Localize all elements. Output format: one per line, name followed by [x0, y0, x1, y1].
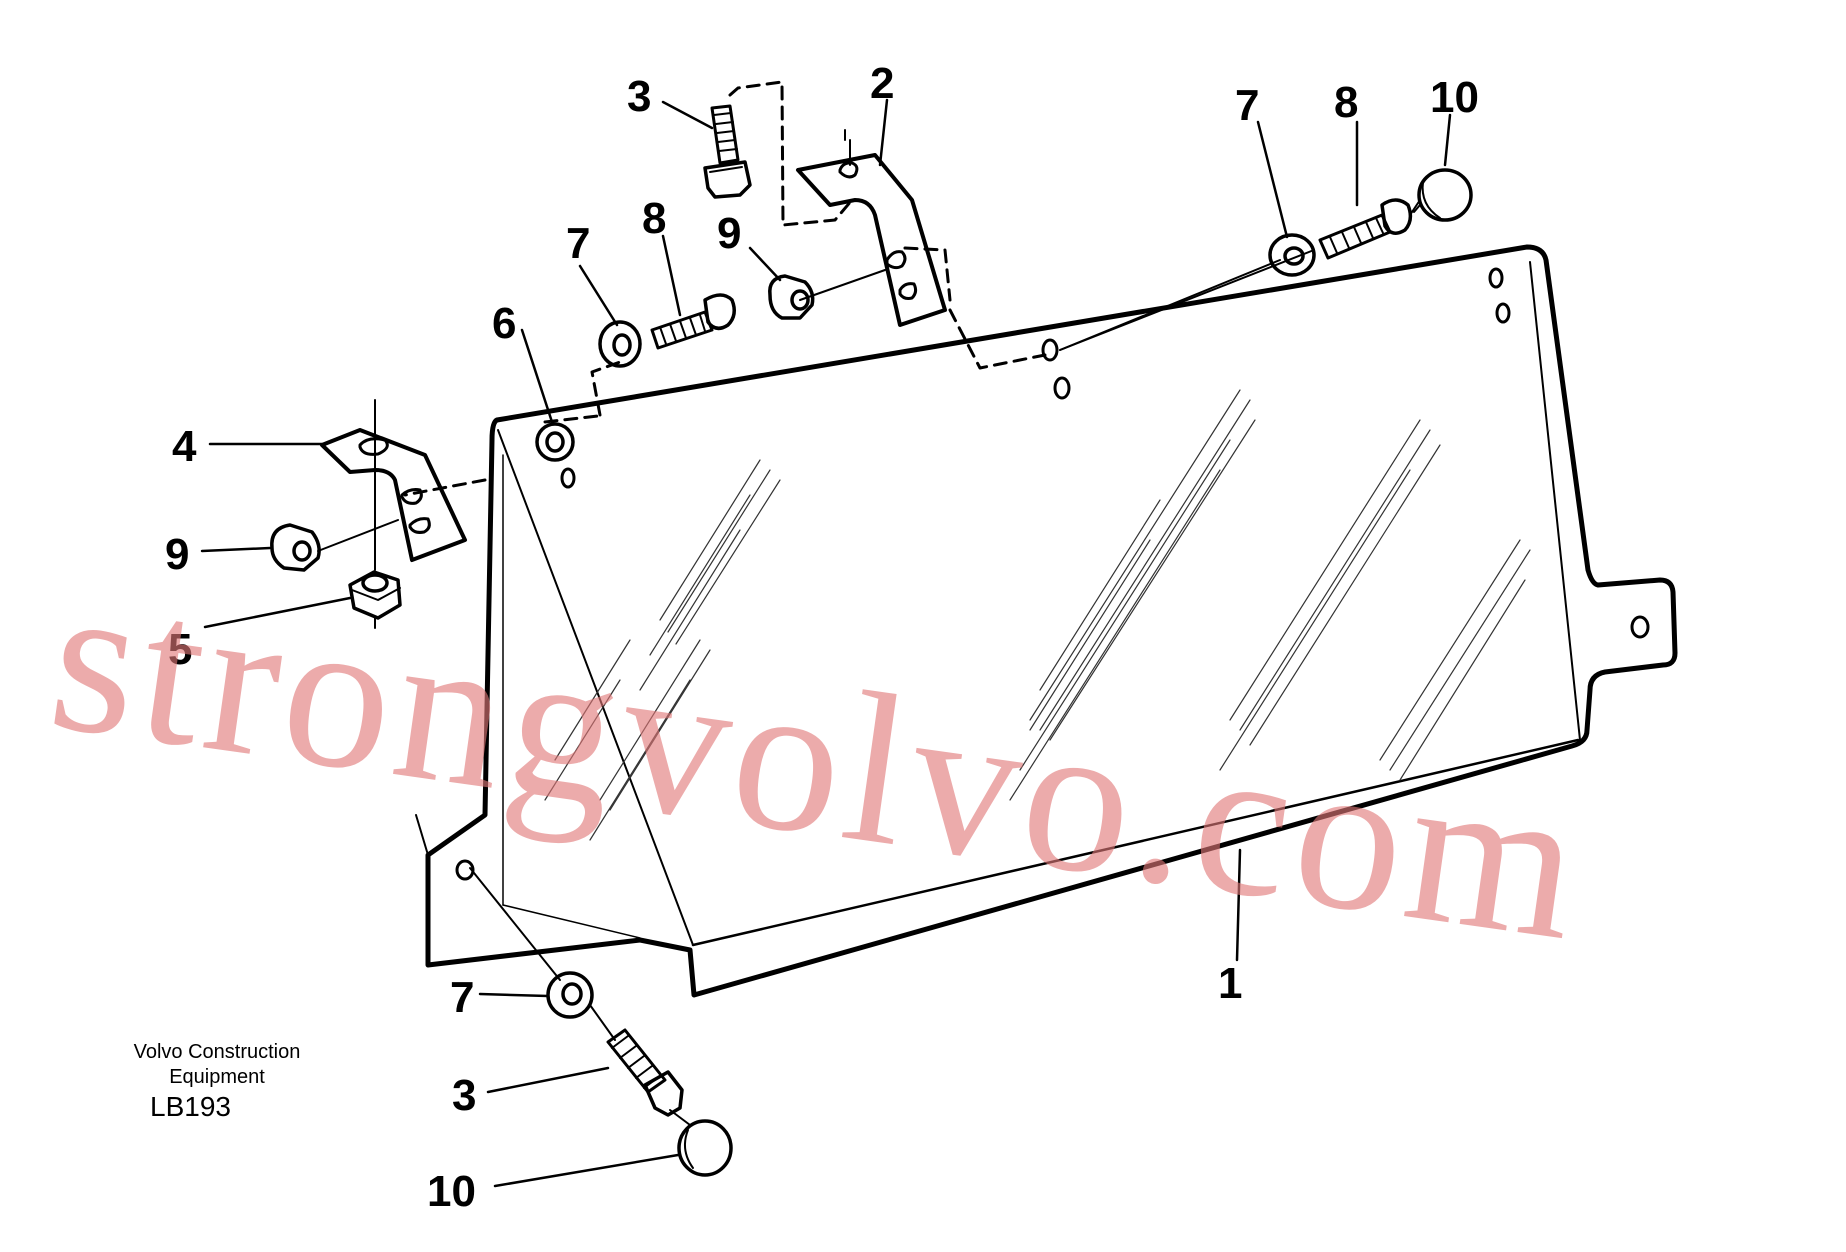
washer-7-top-right — [1268, 233, 1316, 277]
company-name-line2: Equipment — [169, 1066, 265, 1088]
panel-holes — [560, 267, 1511, 489]
callout-2: 2 — [870, 59, 894, 108]
washer-7-top-left — [598, 320, 642, 368]
callout-1: 1 — [1218, 959, 1242, 1008]
cap-10-top-right — [1417, 168, 1473, 222]
nut-5 — [348, 570, 402, 620]
nut-9-top — [768, 274, 815, 320]
callout-8-top-left: 8 — [642, 194, 666, 243]
watermark: strongvolvo.com — [38, 535, 1597, 986]
company-name-line1: Volvo Construction — [133, 1041, 301, 1063]
callout-7-bottom: 7 — [450, 973, 474, 1022]
washer-7-bottom — [546, 971, 594, 1019]
callout-10-top: 10 — [1430, 73, 1479, 122]
callout-7-top-right: 7 — [1235, 81, 1259, 130]
callout-4: 4 — [172, 422, 197, 471]
callout-3-top: 3 — [627, 72, 651, 121]
screw-8-top-left — [650, 293, 736, 350]
window-panel — [415, 244, 1678, 998]
washer-6 — [535, 422, 575, 462]
drawing-caption: Volvo Construction Equipment LB193 — [92, 1040, 342, 1124]
callout-9-left: 9 — [165, 530, 189, 579]
callout-5: 5 — [168, 625, 192, 674]
glass-reflection-hatching — [544, 389, 1531, 841]
assembly-lines — [317, 129, 1421, 1126]
callout-6: 6 — [492, 299, 516, 348]
callout-3-bottom: 3 — [452, 1071, 476, 1120]
dashed-lines — [403, 80, 1047, 497]
callout-labels: 3 2 7 8 9 6 7 8 10 4 9 5 1 7 3 10 — [165, 59, 1479, 1216]
callout-10-bottom: 10 — [427, 1167, 476, 1216]
screw-3-bottom — [606, 1028, 684, 1117]
bolt-3-top — [703, 104, 752, 199]
callout-8-top-right: 8 — [1334, 78, 1358, 127]
cap-10-bottom — [677, 1119, 733, 1177]
bracket-2 — [796, 153, 947, 327]
leader-lines — [200, 98, 1452, 1188]
nut-9-left — [270, 523, 321, 572]
callout-7-top-left: 7 — [566, 219, 590, 268]
drawing-code: LB193 — [150, 1091, 231, 1122]
callout-9-top: 9 — [717, 209, 741, 258]
screw-8-top-right — [1318, 198, 1413, 260]
